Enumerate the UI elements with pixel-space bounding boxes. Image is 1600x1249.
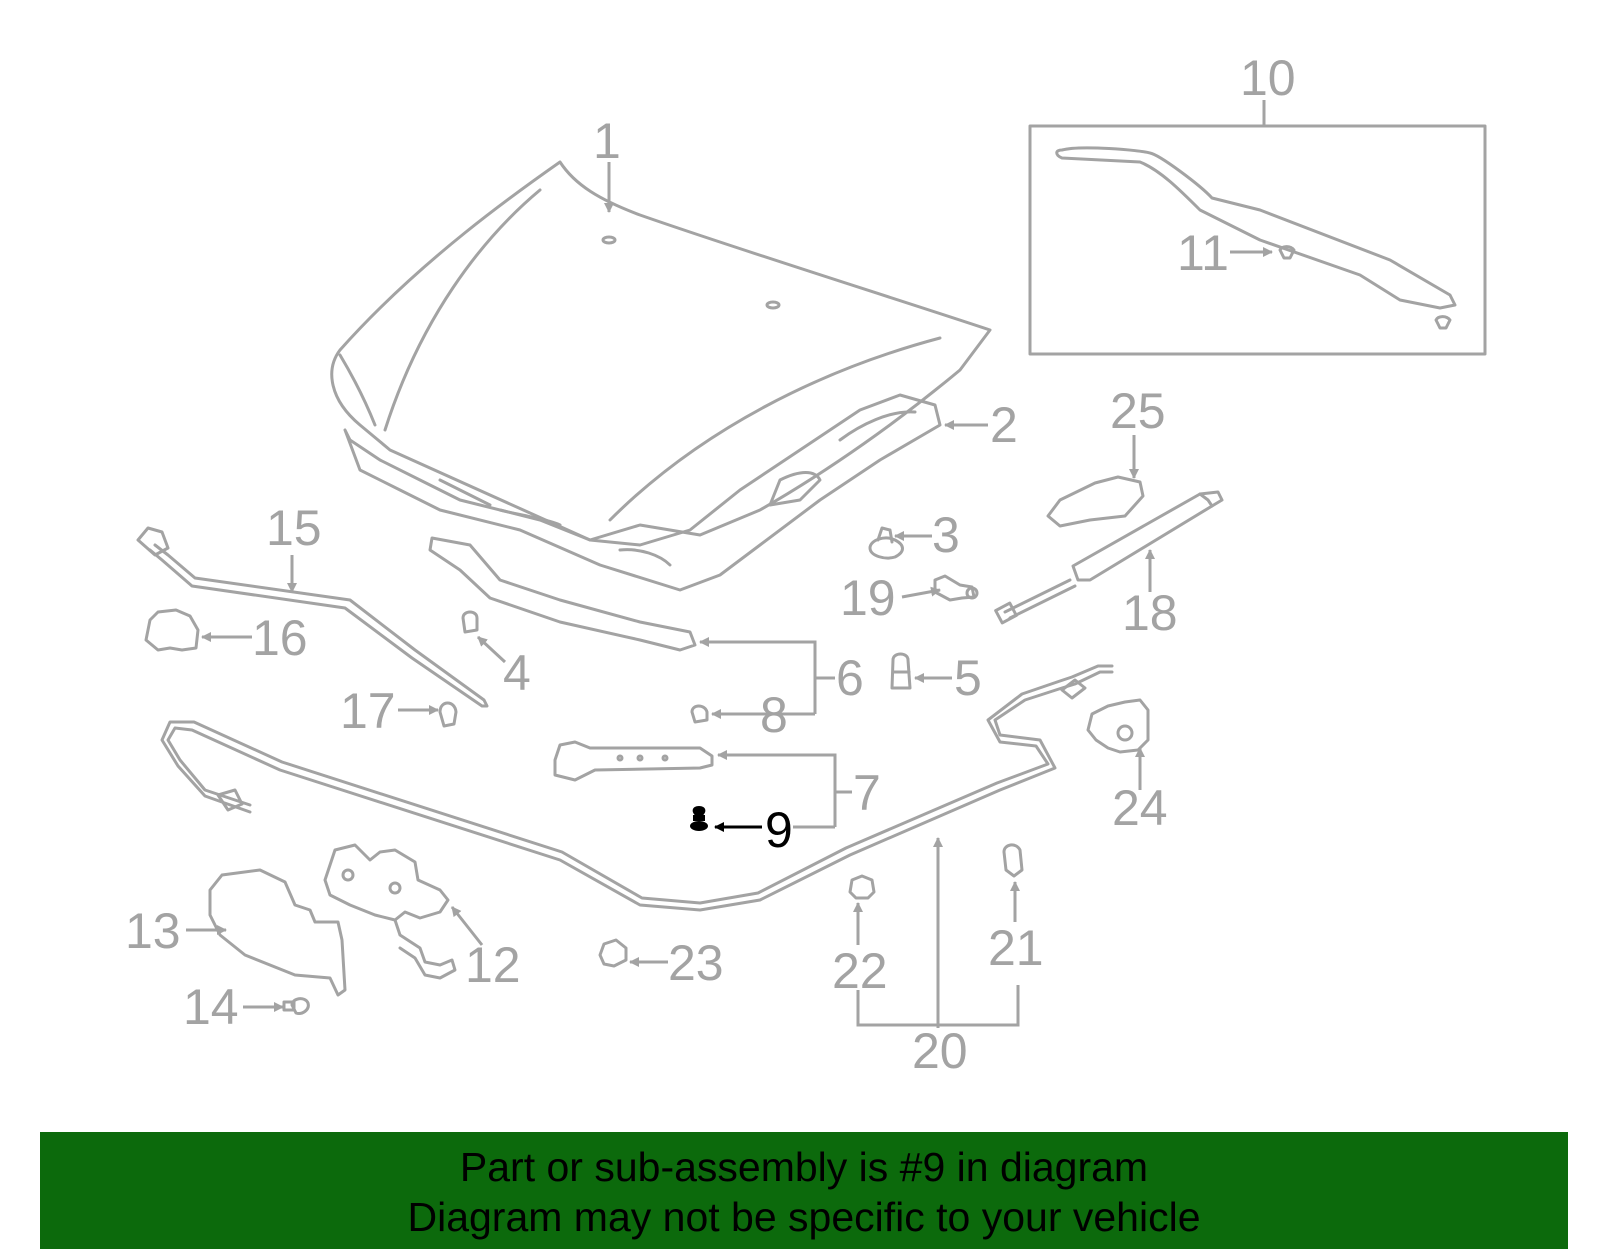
callout-21: 21	[988, 920, 1044, 976]
latch-24-part[interactable]	[1086, 698, 1150, 754]
callout-4: 4	[503, 645, 531, 701]
callout-1: 1	[593, 113, 621, 169]
weatherstrip-inset	[1028, 124, 1487, 356]
parts-diagram: 1 2 3 4 5 6 7 8 9 10 11 12 13 14 15 16 1…	[125, 50, 1487, 1079]
callout-19: 19	[840, 570, 896, 626]
callout-5: 5	[954, 650, 982, 706]
callout-3: 3	[932, 507, 960, 563]
hood-stop-part[interactable]	[890, 652, 912, 690]
clip-23-part[interactable]	[598, 938, 628, 968]
clip-4-part[interactable]	[461, 610, 479, 634]
clip-21-part[interactable]	[1002, 843, 1024, 878]
cover-13-part[interactable]	[208, 868, 347, 997]
seal-strip-part[interactable]	[428, 536, 697, 652]
callout-8: 8	[760, 687, 788, 743]
release-cable-20-part[interactable]	[160, 664, 1114, 912]
clip-22-part[interactable]	[848, 874, 876, 900]
callout-20: 20	[912, 1023, 968, 1079]
info-banner: Part or sub-assembly is #9 in diagram Di…	[40, 1132, 1568, 1249]
hood-latch-bracket-part[interactable]	[553, 740, 714, 782]
callout-18: 18	[1122, 585, 1178, 641]
clip-8-part[interactable]	[690, 704, 709, 724]
callout-23: 23	[668, 935, 724, 991]
callout-24: 24	[1112, 780, 1168, 836]
callout-9-highlighted: 9	[765, 802, 793, 858]
callout-16: 16	[252, 610, 308, 666]
banner-line-1: Part or sub-assembly is #9 in diagram	[459, 1144, 1149, 1190]
callout-6: 6	[836, 650, 864, 706]
hood-bumper-part[interactable]	[868, 526, 904, 560]
callout-labels: 1 2 3 4 5 6 7 8 9 10 11 12 13 14 15 16 1…	[125, 50, 1296, 1079]
release-cable-15-part[interactable]	[136, 526, 489, 708]
callout-14: 14	[183, 979, 239, 1035]
highlighted-bolt-part[interactable]	[690, 806, 708, 831]
banner-line-2: Diagram may not be specific to your vehi…	[407, 1194, 1201, 1240]
hood-inner-panel-part[interactable]	[343, 393, 942, 592]
clip-17-part[interactable]	[438, 701, 458, 728]
callout-2: 2	[990, 397, 1018, 453]
clip-19-part[interactable]	[933, 574, 979, 602]
handle-16-part[interactable]	[144, 608, 200, 652]
callout-10: 10	[1240, 50, 1296, 106]
bracket-25-part[interactable]	[1046, 475, 1145, 528]
hood-lift-strut-part[interactable]	[994, 490, 1224, 625]
leader-lines	[186, 100, 1273, 1028]
callout-17: 17	[340, 683, 396, 739]
callout-15: 15	[266, 500, 322, 556]
callout-13: 13	[125, 903, 181, 959]
hood-latch-12-part[interactable]	[323, 843, 457, 980]
callout-7: 7	[853, 765, 881, 821]
callout-25: 25	[1110, 383, 1166, 439]
callout-22: 22	[832, 943, 888, 999]
callout-11: 11	[1177, 225, 1229, 281]
callout-12: 12	[465, 937, 521, 993]
hood-part[interactable]	[330, 160, 992, 542]
bolt-14-part[interactable]	[282, 997, 310, 1015]
